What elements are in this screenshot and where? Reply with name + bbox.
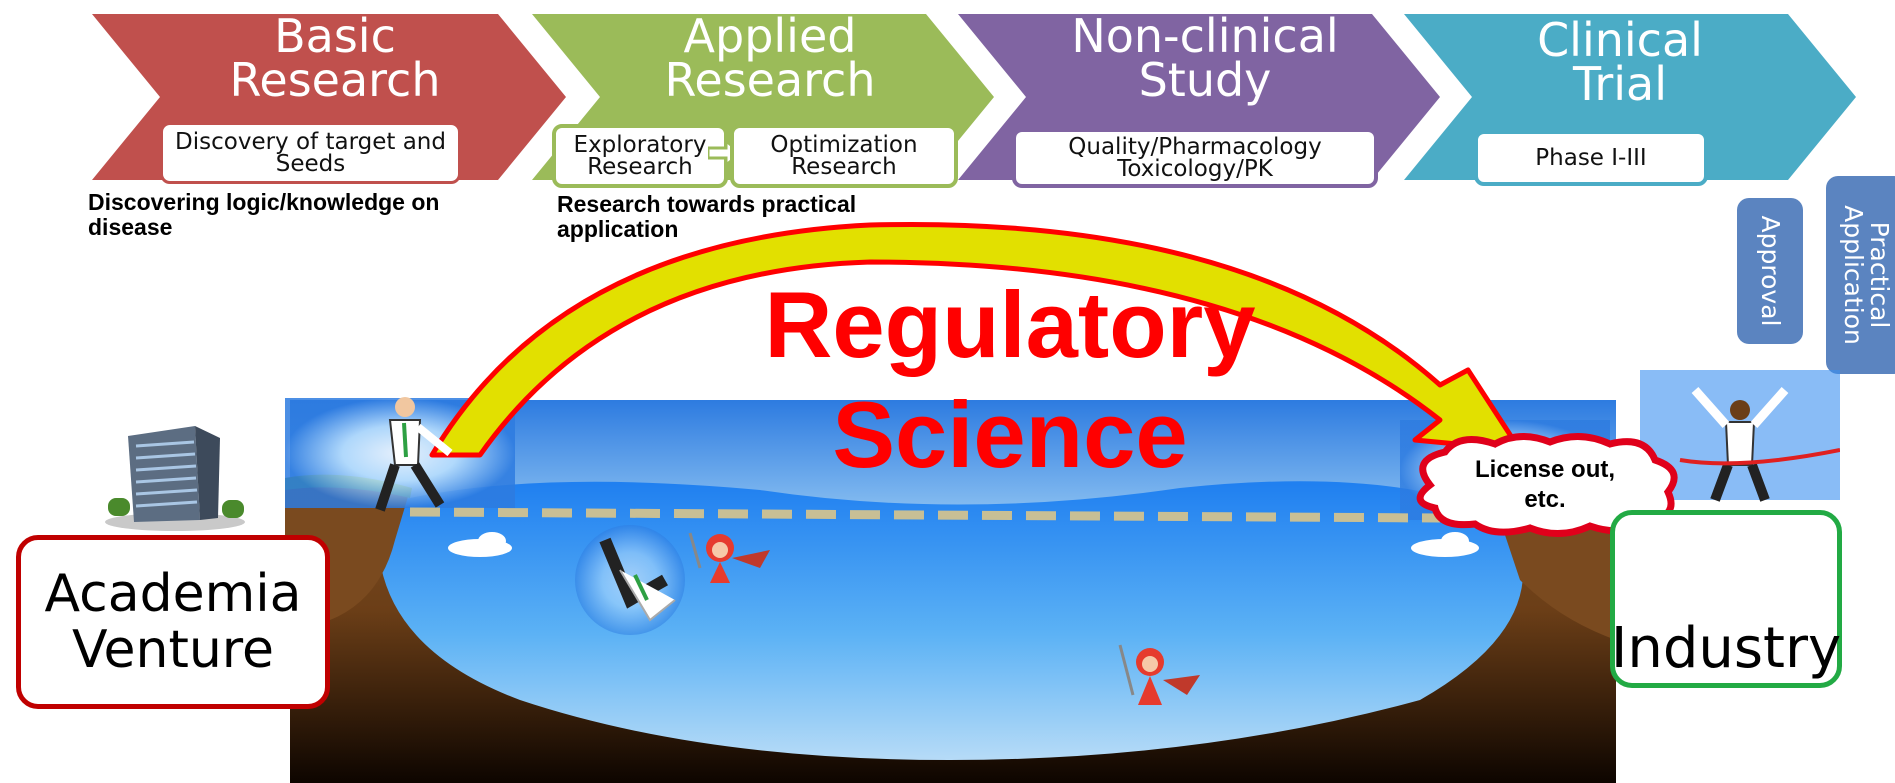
building-icon-left bbox=[105, 426, 245, 531]
practical-application-label: Practical Application bbox=[1826, 176, 1895, 374]
academia-venture-box: Academia Venture bbox=[16, 535, 330, 709]
stage-title-clinical: Clinical Trial bbox=[1537, 13, 1703, 111]
box-optimization: Optimization Research bbox=[730, 124, 958, 188]
box-phase: Phase I-III bbox=[1474, 130, 1708, 186]
license-cloud bbox=[1416, 433, 1678, 537]
devil-icon-2 bbox=[1118, 644, 1200, 705]
dashed-bridge bbox=[409, 507, 1441, 523]
person-falling-icon bbox=[575, 525, 685, 635]
person-jumping-icon bbox=[375, 397, 453, 512]
industry-label: Industry bbox=[1610, 616, 1842, 681]
science-text: Science bbox=[832, 382, 1188, 487]
approval-label: Approval bbox=[1737, 198, 1803, 344]
industry-box: Industry bbox=[1610, 510, 1842, 688]
regulatory-text: Regulatory bbox=[764, 272, 1256, 377]
license-text: License out, etc. bbox=[1474, 456, 1616, 513]
box-quality-pharmacology: Quality/Pharmacology Toxicology/PK bbox=[1012, 128, 1378, 188]
stage-title-basic: Basic Research bbox=[229, 9, 441, 107]
stage-title-applied: Applied Research bbox=[664, 9, 876, 107]
note-applied-research: Research towards practical application bbox=[557, 191, 857, 242]
box-discovery: Discovery of target and Seeds bbox=[160, 122, 461, 184]
devil-icon bbox=[688, 532, 770, 583]
stage-title-non-clinical: Non-clinical Study bbox=[1071, 9, 1339, 107]
right-cliff bbox=[1500, 513, 1616, 640]
note-basic-research: Discovering logic/knowledge on disease bbox=[88, 189, 440, 240]
